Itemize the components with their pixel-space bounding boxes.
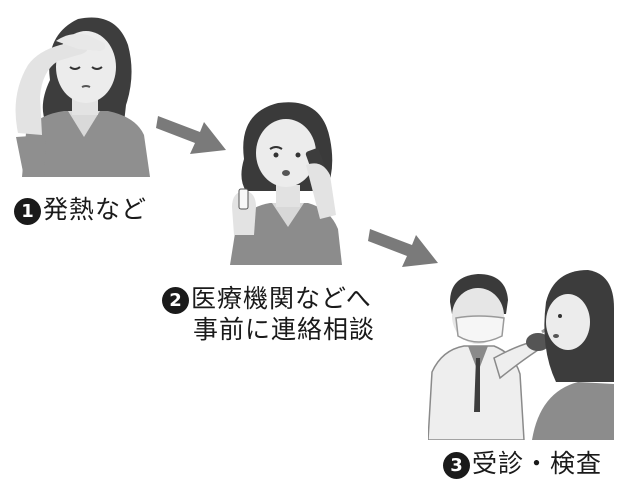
- woman-on-phone-illustration: [230, 102, 342, 265]
- step-number-badge: 1: [14, 198, 41, 225]
- step-number-badge: 3: [443, 452, 470, 479]
- feverish-woman-illustration: [15, 17, 150, 177]
- step-2-line-2: 事前に連絡相談: [162, 314, 375, 345]
- arrow-right-down-icon: [368, 229, 438, 267]
- arrow-right-down-icon: [156, 116, 226, 154]
- step-number-badge: 2: [162, 287, 189, 314]
- step-1-text: 発熱など: [43, 195, 148, 224]
- step-2-text-line-2: 事前に連絡相談: [193, 315, 376, 344]
- step-3-text: 受診・検査: [472, 449, 603, 478]
- doctor-testing-patient-illustration: [428, 270, 614, 440]
- step-2-text-line-1: 医療機関などへ: [191, 284, 372, 313]
